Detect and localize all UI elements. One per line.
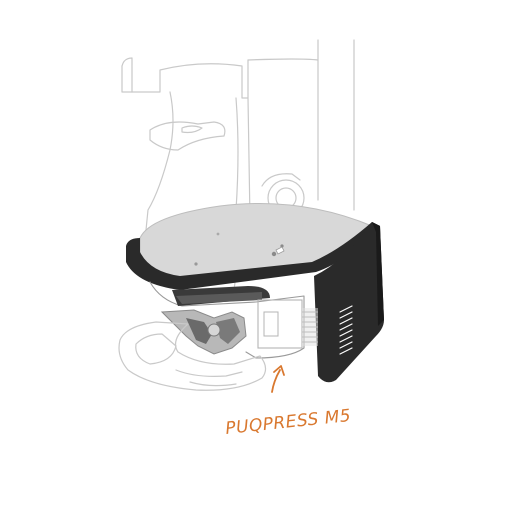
callout-arrow-line — [271, 369, 281, 393]
callout-arrow-head-icon — [273, 365, 285, 376]
vent-slots — [339, 305, 353, 355]
mounting-bracket — [126, 222, 384, 383]
puqpress-top-plate — [139, 203, 373, 281]
puqpress-tamper-unit — [118, 281, 318, 391]
product-label: PUQPRESS M5 — [224, 406, 352, 439]
